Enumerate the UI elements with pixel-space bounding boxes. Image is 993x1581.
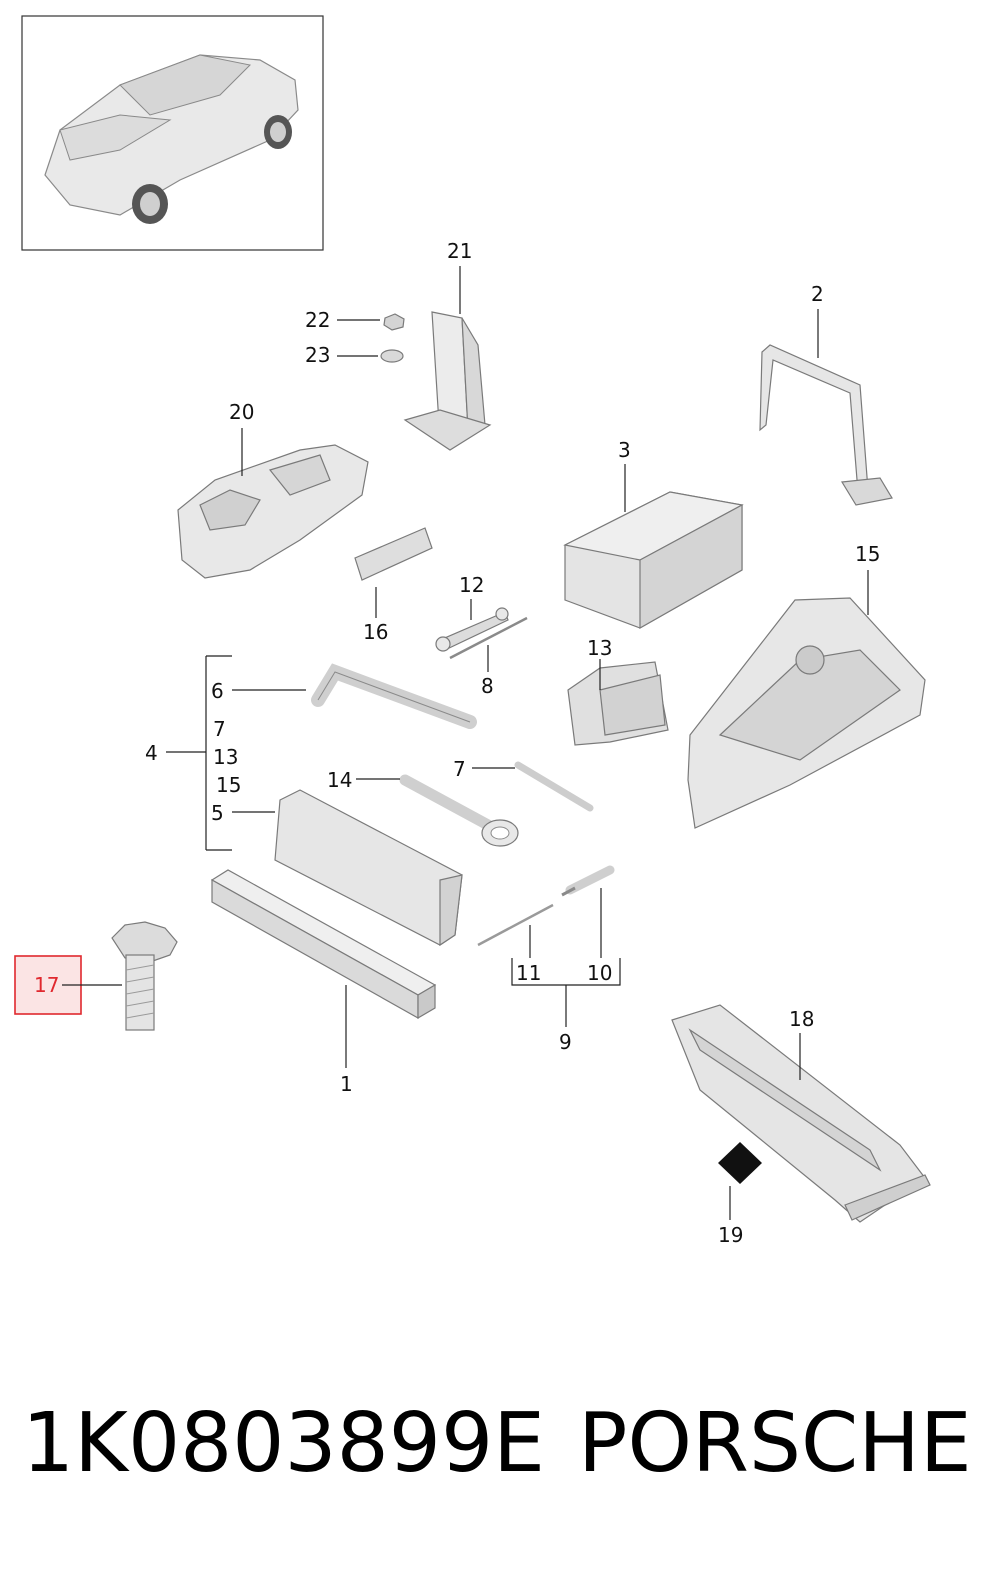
callout-7-rod: 7 <box>453 757 466 781</box>
part-11-blade <box>477 903 554 947</box>
part-20-foam-insert <box>177 444 369 579</box>
callout-15-group: 15 <box>216 773 241 797</box>
part-number: 1K0803899E <box>22 1396 545 1491</box>
callout-4: 4 <box>145 741 158 765</box>
part-17-bolt <box>111 921 178 1031</box>
callout-labels: 21 22 23 2 20 3 15 12 16 13 8 6 7 4 13 1… <box>34 239 880 1247</box>
part-2-strap <box>759 344 893 506</box>
part-7-rod <box>514 761 594 812</box>
parts-diagram: 21 22 23 2 20 3 15 12 16 13 8 6 7 4 13 1… <box>14 15 931 1247</box>
callout-14: 14 <box>327 768 352 792</box>
callout-16: 16 <box>363 620 388 644</box>
brand-name: PORSCHE <box>578 1396 972 1491</box>
leader-lines <box>62 266 869 1220</box>
callout-1: 1 <box>340 1072 353 1096</box>
part-12-wrench <box>435 607 509 652</box>
part-8-pin <box>449 616 528 660</box>
callout-13-group: 13 <box>213 745 238 769</box>
callout-11: 11 <box>516 961 541 985</box>
callout-22: 22 <box>305 308 330 332</box>
part-1-foam-block <box>210 869 437 1020</box>
callout-23: 23 <box>305 343 330 367</box>
vehicle-overview-inset <box>21 15 324 251</box>
part-22-nut <box>383 313 405 331</box>
callout-19: 19 <box>718 1223 743 1247</box>
callout-21: 21 <box>447 239 472 263</box>
part-16-clip <box>354 527 433 581</box>
callout-7-group: 7 <box>213 717 226 741</box>
part-18-jack <box>671 1004 931 1223</box>
part-23-washer <box>380 349 404 363</box>
part-19-label <box>718 1142 762 1184</box>
part-21-strap-bracket <box>403 311 492 451</box>
callout-8: 8 <box>481 674 494 698</box>
callout-18: 18 <box>789 1007 814 1031</box>
part-14-tow-eye <box>399 774 519 847</box>
callout-5: 5 <box>211 801 224 825</box>
part-5-pouch <box>274 789 463 947</box>
part-13-bracket <box>567 661 669 746</box>
part-10-screwdriver <box>561 865 615 897</box>
callout-15-tray: 15 <box>855 542 880 566</box>
callout-3: 3 <box>618 438 631 462</box>
part-3-box <box>563 491 744 630</box>
callout-6: 6 <box>211 679 224 703</box>
callout-9: 9 <box>559 1030 572 1054</box>
callout-20: 20 <box>229 400 254 424</box>
callout-2: 2 <box>811 282 824 306</box>
part-6-crank-rod <box>311 663 477 729</box>
part-15-tray <box>687 597 926 829</box>
callout-17: 17 <box>34 973 59 997</box>
callout-10: 10 <box>587 961 612 985</box>
callout-13-bracket: 13 <box>587 636 612 660</box>
footer: 1K0803899E PORSCHE <box>0 1395 993 1505</box>
callout-12: 12 <box>459 573 484 597</box>
